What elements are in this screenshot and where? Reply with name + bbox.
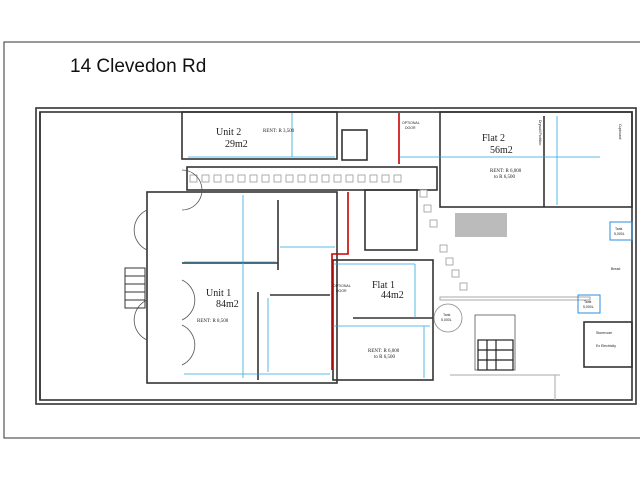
tank-mid <box>433 303 463 333</box>
flat-1-rent-2: to R 6,500 <box>374 355 395 360</box>
flat-1-label: Flat 1 44m2 RENT: R 6,000 to R 6,500 <box>368 280 404 360</box>
unit-2-rent: RENT: R 3,500 <box>263 129 295 134</box>
bread-label: Bread <box>611 267 620 271</box>
tank-right-capacity: 5,000L <box>583 305 594 309</box>
optional-door-top-1: OPTIONAL <box>402 121 420 125</box>
unit-1-area: 84m2 <box>216 299 239 310</box>
flat-2-label: Flat 2 56m2 RENT: R 6,000 to R 6,500 <box>482 133 522 180</box>
tank-far-capacity: 5,000L <box>614 232 625 236</box>
sheet-border <box>3 41 640 439</box>
flat-1-rent-1: RENT: R 6,000 <box>368 349 400 354</box>
tank-right-label: Tank <box>584 300 592 304</box>
unit-1-label: Unit 1 84m2 RENT: R 8,500 <box>197 288 239 324</box>
plan-title: 14 Clevedon Rd <box>70 56 206 77</box>
tank-mid-capacity: 5,000L <box>441 318 452 322</box>
flat-2-rent-1: RENT: R 6,000 <box>490 169 522 174</box>
building-walls <box>35 107 637 405</box>
storeroom-label: Storeroom <box>596 331 612 335</box>
dimension-lines <box>184 113 600 378</box>
unit-1-name: Unit 1 <box>206 288 231 299</box>
unit-2-name: Unit 2 <box>216 127 241 138</box>
optional-wall-flat1 <box>331 192 349 370</box>
optional-door-flat1-1: OPTIONAL <box>333 284 351 288</box>
tank-far <box>609 221 633 241</box>
flat-2-rent-2: to R 6,500 <box>494 175 515 180</box>
drywall-partition-label: Drywall Partition <box>538 120 542 145</box>
optional-door-flat1-2: DOOR <box>336 289 347 293</box>
flat-2-area: 56m2 <box>490 145 513 156</box>
unit-2-area: 29m2 <box>225 139 248 150</box>
flat-2-name: Flat 2 <box>482 133 505 144</box>
flat-1-area: 44m2 <box>381 290 404 301</box>
tank-mid-label: Tank <box>443 313 451 317</box>
storeroom-sub-label: Ex Electricity <box>596 344 616 348</box>
optional-door-top-2: DOOR <box>405 126 416 130</box>
flat-1-name: Flat 1 <box>372 280 395 291</box>
unit-2-label: Unit 2 29m2 RENT: R 3,500 <box>216 127 295 150</box>
stairs <box>124 267 146 309</box>
cupboard-label: Cupboard <box>618 124 622 139</box>
tank-far-label: Tank <box>615 227 623 231</box>
unit-1-rent: RENT: R 8,500 <box>197 319 229 324</box>
paved-area <box>455 213 507 237</box>
tile-grid <box>477 339 514 371</box>
stepping-stones <box>189 174 468 291</box>
tank-right <box>577 294 601 314</box>
doors <box>133 169 203 366</box>
